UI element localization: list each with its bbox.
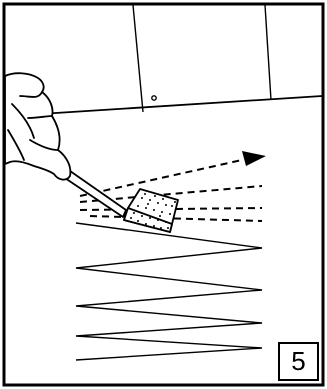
zigzag-motion-lines (76, 223, 262, 360)
cabinet-seam-right (265, 5, 271, 100)
dashed-line-4 (90, 216, 262, 221)
cabinet-bottom-edge (40, 96, 322, 114)
sponge-tip (124, 189, 178, 232)
step-number-label: 5 (291, 346, 305, 377)
hand-with-wand (5, 73, 126, 217)
cabinet-hole (152, 96, 156, 100)
cabinet-seam-left (133, 5, 143, 112)
step-number-box: 5 (278, 342, 319, 381)
figure-border (4, 4, 323, 385)
cabinet (40, 5, 322, 114)
hand (5, 73, 70, 179)
arrow-head (242, 151, 266, 166)
